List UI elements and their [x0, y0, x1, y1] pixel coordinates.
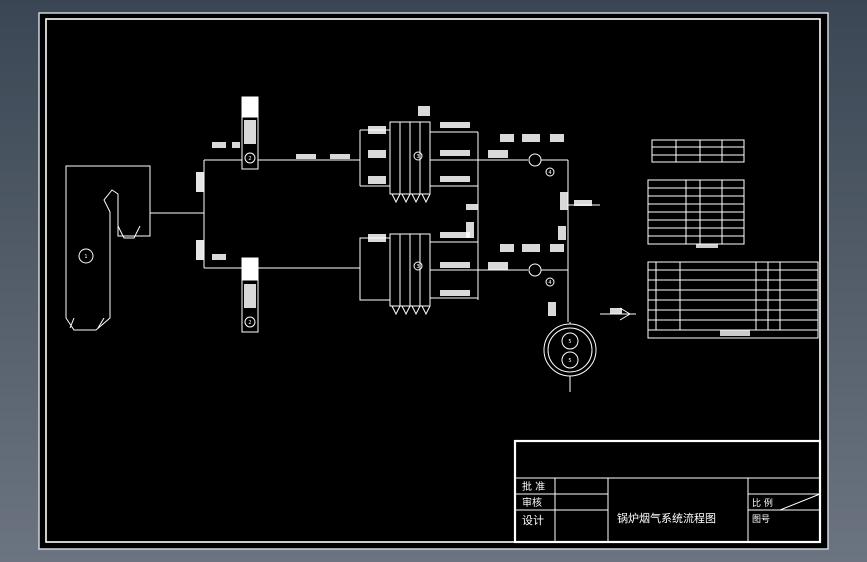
flow-diagram — [65, 96, 819, 392]
parameter-table-2 — [647, 179, 745, 245]
drawing-no-label: 图号 — [752, 514, 770, 525]
design-label: 设计 — [522, 514, 544, 527]
parameter-table-1 — [651, 139, 745, 163]
review-label: 审核 — [522, 496, 542, 509]
inner-frame — [45, 18, 821, 543]
mark-lower-fan: 4 — [548, 280, 551, 286]
boiler — [65, 165, 151, 331]
title-block: 批 准 审核 设计 锅炉烟气系统流程图 比 例 图号 — [513, 439, 822, 544]
drawing-sheet — [38, 12, 829, 550]
mark-upper-pre: 2 — [248, 156, 251, 162]
mark-stack-bottom: 5 — [568, 358, 571, 364]
approve-label: 批 准 — [522, 480, 545, 493]
mark-lower-filter: 3 — [416, 264, 419, 270]
mark-lower-pre: 2 — [248, 320, 251, 326]
mark-upper-fan: 4 — [548, 170, 551, 176]
mark-upper-filter: 3 — [416, 154, 419, 160]
instrument-tags — [196, 106, 750, 336]
mark-boiler: 1 — [84, 254, 87, 260]
equipment-list-table — [647, 261, 819, 339]
mark-stack-top: 5 — [568, 339, 571, 345]
scale-label: 比 例 — [752, 497, 773, 509]
drawing-title: 锅炉烟气系统流程图 — [617, 511, 716, 525]
